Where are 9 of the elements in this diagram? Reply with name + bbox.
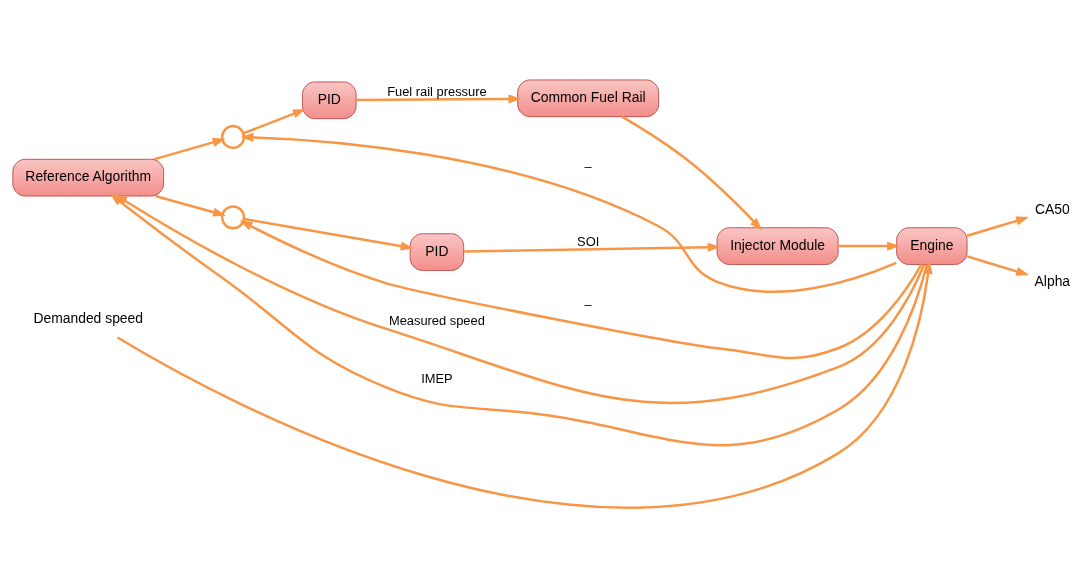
edge-label: –: [584, 159, 592, 175]
edge-label: Fuel rail pressure: [387, 83, 487, 99]
edge-label: Measured speed: [388, 312, 485, 328]
node-text: Demanded speed: [33, 310, 144, 327]
node-text: Alpha: [1034, 272, 1071, 289]
edge-label: SOI: [577, 233, 600, 249]
edge-label: –: [584, 297, 592, 312]
node-text: CA50: [1035, 201, 1070, 218]
edge-label: IMEP: [421, 371, 453, 387]
